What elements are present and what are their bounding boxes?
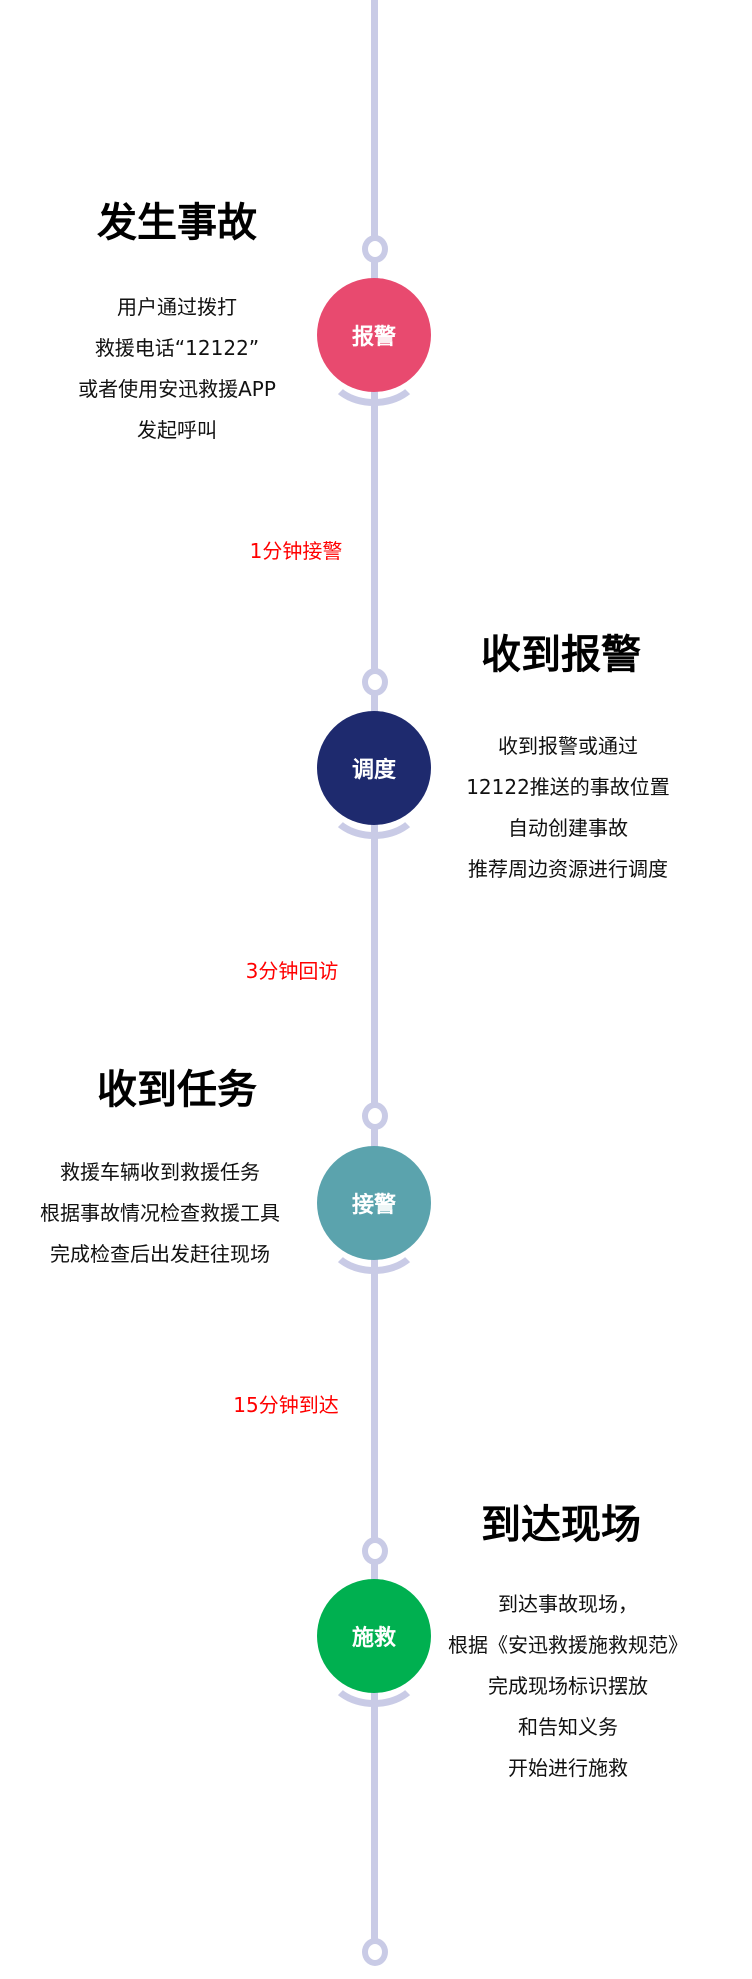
badge-rescue[interactable]: 施救 (317, 1579, 431, 1693)
badge-alarm[interactable]: 报警 (317, 278, 431, 392)
desc-line: 救援电话“12122” (94, 336, 260, 360)
desc-line: 到达事故现场， (498, 1592, 638, 1616)
timeline-line (371, 0, 378, 1940)
desc-line: 完成检查后出发赶往现场 (50, 1242, 270, 1266)
desc-line: 根据《安迅救援施救规范》 (448, 1633, 688, 1657)
step-description: 收到报警或通过 12122推送的事故位置 自动创建事故 推荐周边资源进行调度 (408, 726, 728, 890)
step-title-arrived: 到达现场 (481, 1502, 641, 1548)
desc-line: 收到报警或通过 (498, 734, 638, 758)
step-description: 用户通过拨打 救援电话“12122” 或者使用安迅救援APP 发起呼叫 (17, 287, 337, 451)
desc-line: 12122推送的事故位置 (466, 775, 670, 799)
desc-line: 救援车辆收到救援任务 (60, 1160, 260, 1184)
desc-line: 开始进行施救 (508, 1756, 628, 1780)
step-title-task-received: 收到任务 (97, 1067, 257, 1113)
desc-line: 用户通过拨打 (117, 295, 237, 319)
step-title-alarm-received: 收到报警 (481, 632, 641, 678)
desc-line: 完成现场标识摆放 (488, 1674, 648, 1698)
arc-decoration (326, 336, 422, 406)
arc-decoration (326, 1637, 422, 1707)
desc-line: 推荐周边资源进行调度 (468, 857, 668, 881)
timeline-node (362, 668, 388, 696)
timeline-node (362, 1537, 388, 1565)
timeline-node (362, 235, 388, 263)
desc-line: 和告知义务 (518, 1715, 618, 1739)
step-description: 救援车辆收到救援任务 根据事故情况检查救援工具 完成检查后出发赶往现场 (0, 1152, 320, 1275)
badge-accept[interactable]: 接警 (317, 1146, 431, 1260)
interval-label: 3分钟回访 (245, 959, 339, 983)
timeline-node (362, 1102, 388, 1130)
timeline-end-node (362, 1938, 388, 1966)
arc-decoration (326, 769, 422, 839)
arc-decoration (326, 1204, 422, 1274)
desc-line: 自动创建事故 (508, 816, 628, 840)
desc-line: 或者使用安迅救援APP (78, 377, 276, 401)
badge-dispatch[interactable]: 调度 (317, 711, 431, 825)
desc-line: 根据事故情况检查救援工具 (40, 1201, 280, 1225)
interval-label: 15分钟到达 (233, 1393, 339, 1417)
step-title-incident: 发生事故 (97, 200, 257, 246)
interval-label: 1分钟接警 (249, 539, 343, 563)
step-description: 到达事故现场， 根据《安迅救援施救规范》 完成现场标识摆放 和告知义务 开始进行… (408, 1584, 728, 1789)
desc-line: 发起呼叫 (137, 418, 217, 442)
